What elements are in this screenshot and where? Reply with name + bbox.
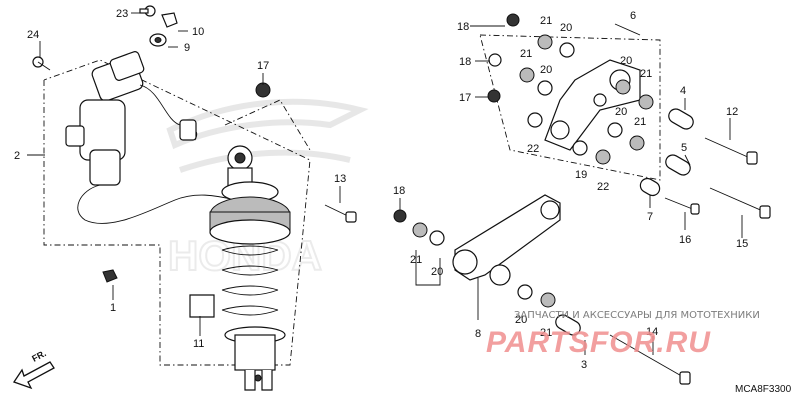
connecting-rod	[452, 194, 561, 286]
callouts: 23 10 9 24 2 17 13 1 11 18 18 17 21 20 2…	[14, 8, 748, 371]
callout-13: 13	[334, 173, 346, 185]
callout-22-b: 22	[597, 181, 609, 193]
callout-7: 7	[647, 211, 653, 223]
callout-18-mid: 18	[459, 56, 471, 68]
callout-12: 12	[726, 106, 738, 118]
callout-17-right: 17	[459, 92, 471, 104]
callout-20-a: 20	[560, 22, 572, 34]
callout-11: 11	[193, 338, 204, 350]
bearings-and-seals	[393, 13, 654, 308]
callout-2: 2	[14, 150, 20, 162]
callout-14: 14	[646, 326, 658, 338]
callout-21-a: 21	[540, 15, 552, 27]
callout-21-e: 21	[410, 254, 422, 266]
callout-21-b: 21	[520, 48, 532, 60]
bolt-13	[324, 204, 357, 223]
servo-adjuster-assembly	[65, 51, 236, 224]
callout-18-top: 18	[457, 21, 469, 33]
callout-22-a: 22	[527, 143, 539, 155]
callout-17-left: 17	[257, 60, 269, 72]
callout-9: 9	[184, 42, 190, 54]
watermark: ЗАПЧАСТИ И АКСЕССУАРЫ ДЛЯ МОТОТЕХНИКИ PA…	[486, 310, 760, 359]
callout-10: 10	[192, 26, 204, 38]
callout-21-c: 21	[640, 68, 652, 80]
callout-20-b: 20	[540, 64, 552, 76]
callout-15: 15	[736, 238, 748, 250]
watermark-brand: PARTSFOR.RU	[486, 326, 711, 359]
callout-21-d: 21	[634, 116, 646, 128]
callout-23: 23	[116, 8, 128, 20]
callout-20-c: 20	[620, 55, 632, 67]
callout-3: 3	[581, 359, 587, 371]
callout-20-f: 20	[515, 314, 527, 326]
callout-24: 24	[27, 29, 39, 41]
callout-21-f: 21	[540, 327, 552, 339]
forward-label: FR.	[30, 348, 47, 364]
callout-5: 5	[681, 142, 687, 154]
callout-8: 8	[475, 328, 481, 340]
callout-18-low: 18	[393, 185, 405, 197]
callout-1: 1	[110, 302, 116, 314]
diagram-code: MCA8F3300	[735, 384, 792, 395]
watermark-caption: ЗАПЧАСТИ И АКСЕССУАРЫ ДЛЯ МОТОТЕХНИКИ	[514, 310, 760, 321]
callout-20-d: 20	[615, 106, 627, 118]
callout-20-e: 20	[431, 266, 443, 278]
forward-arrow-icon: FR.	[12, 348, 55, 390]
callout-6: 6	[630, 10, 636, 22]
callout-19: 19	[575, 169, 587, 181]
fasteners-upper	[32, 5, 271, 98]
cushion-arm	[544, 59, 641, 151]
callout-4: 4	[680, 85, 686, 97]
callout-16: 16	[679, 234, 691, 246]
clip-and-collar	[102, 269, 215, 318]
leader-lines	[27, 12, 743, 355]
group-outlines	[43, 34, 661, 366]
rear-shock-absorber	[209, 145, 291, 391]
collars-and-bolts	[555, 108, 771, 385]
